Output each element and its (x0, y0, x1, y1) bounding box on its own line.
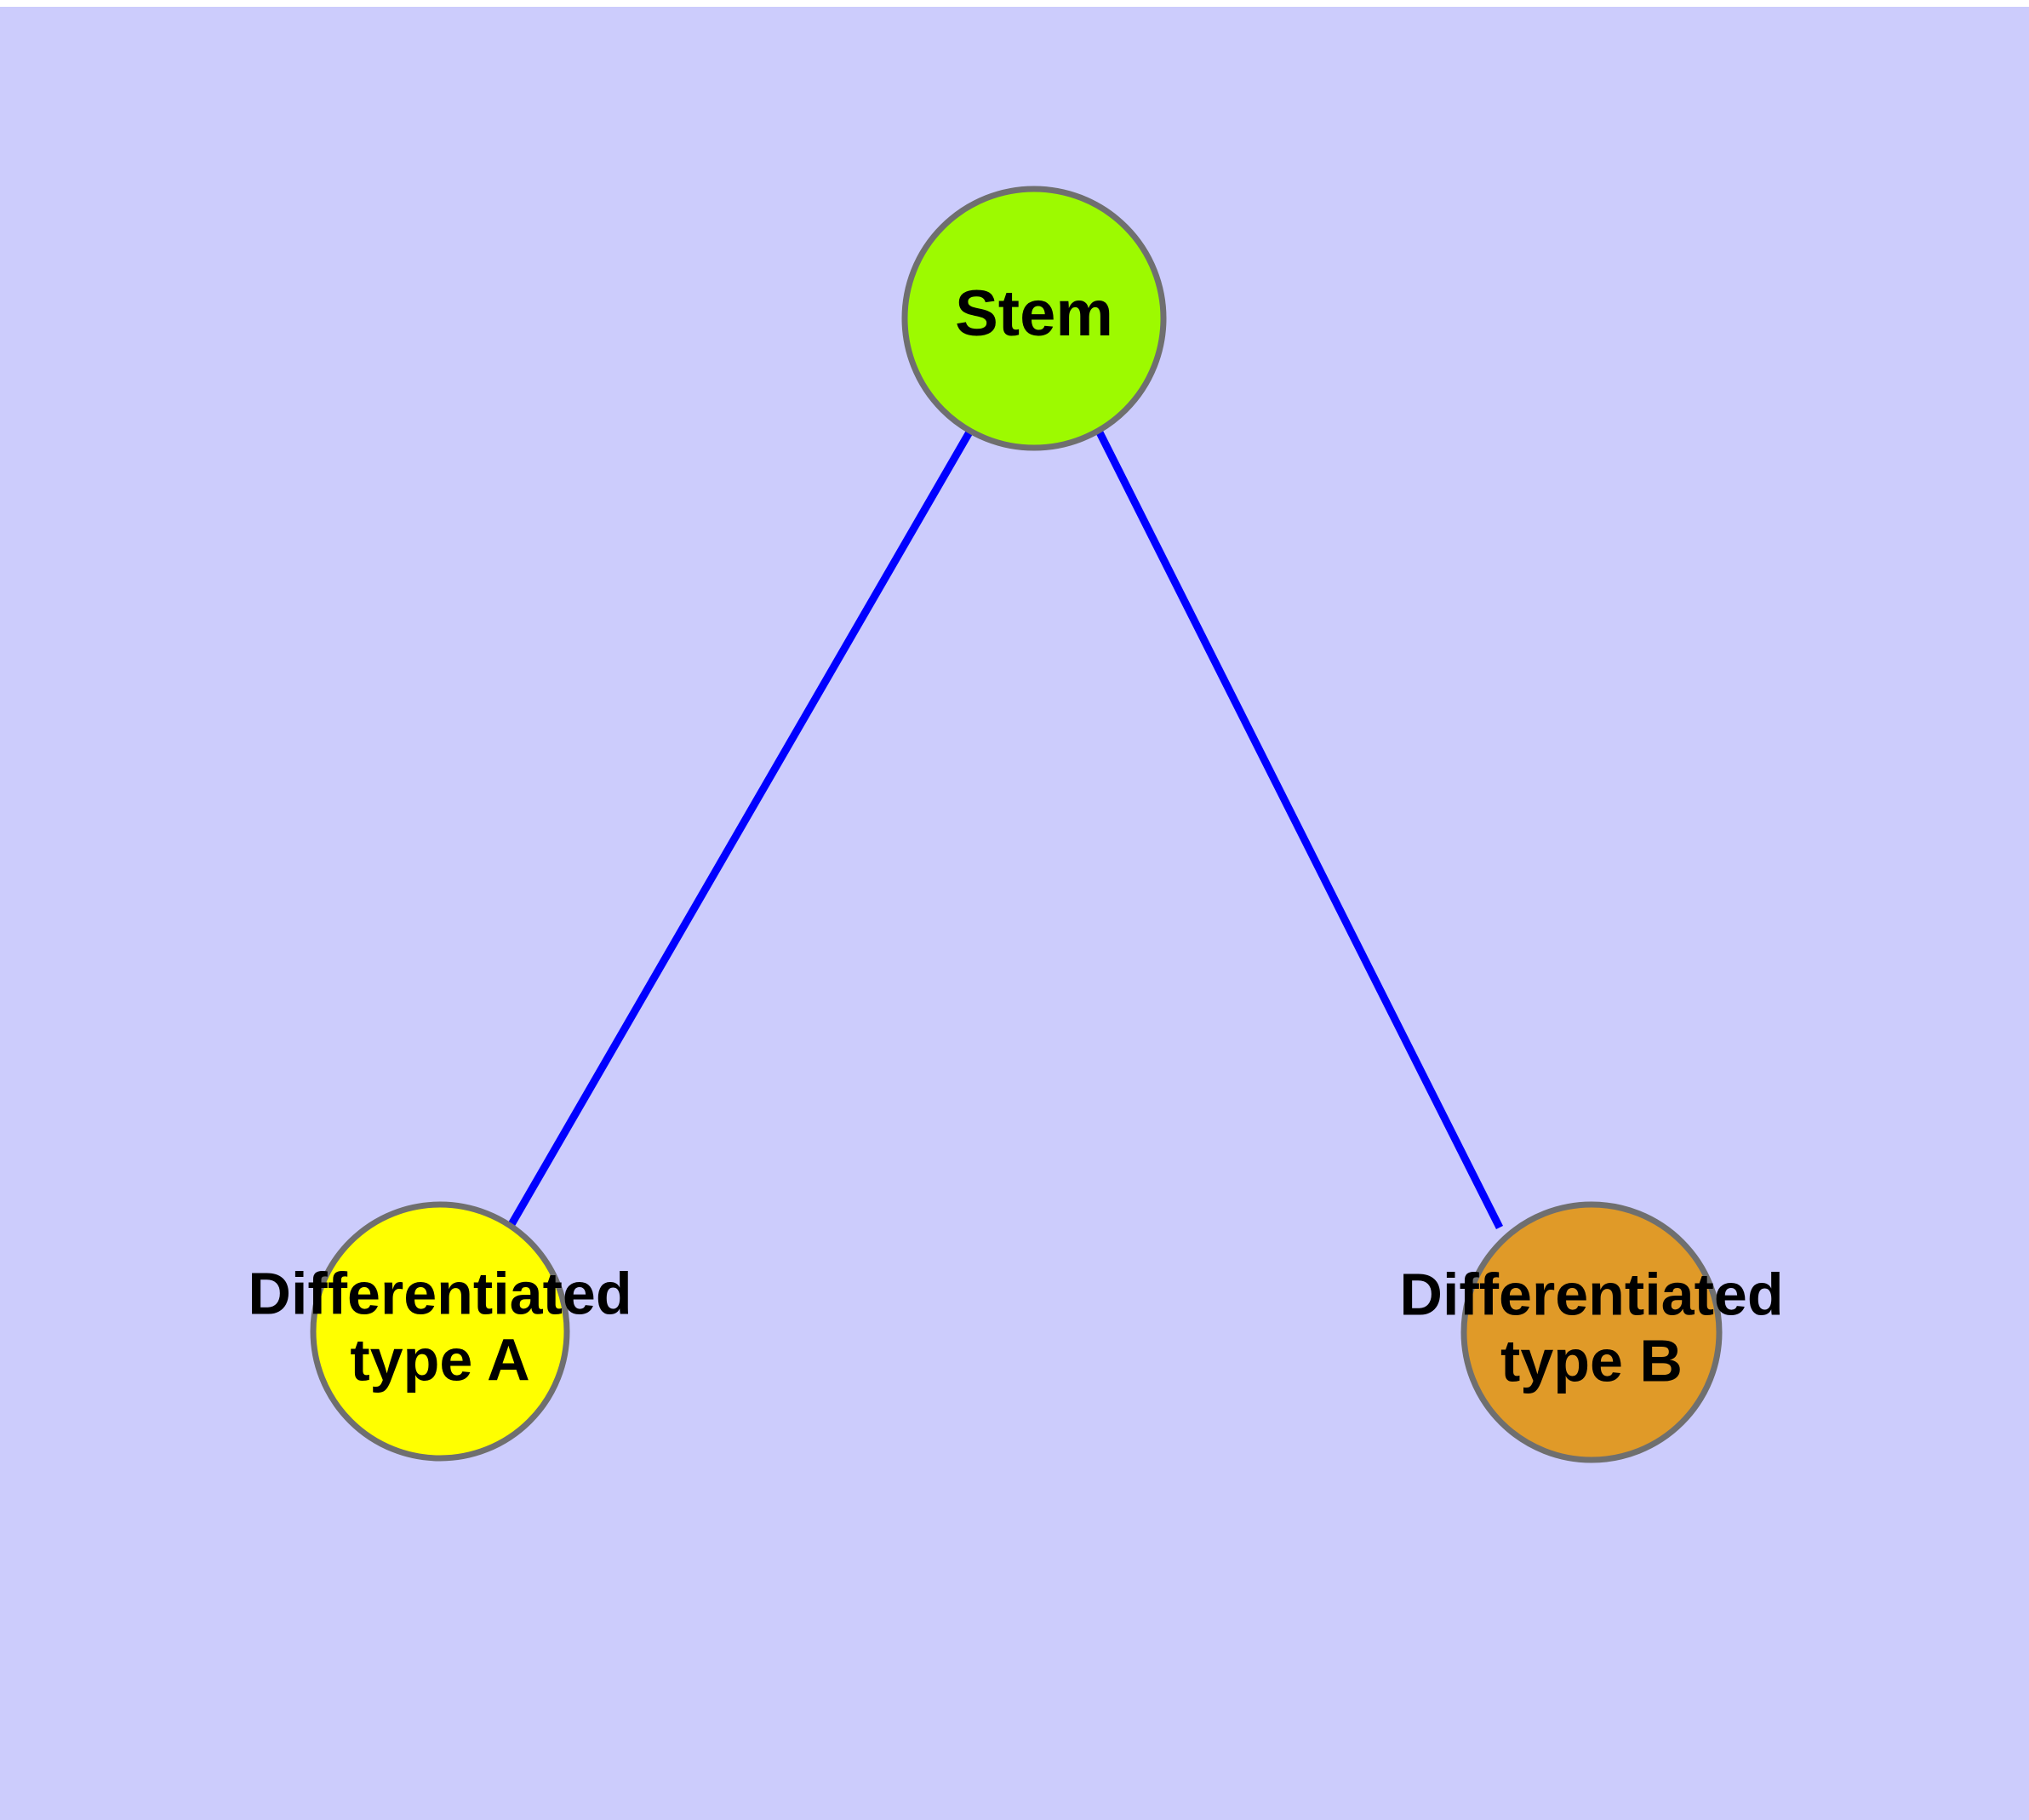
node-layer: Stem Differentiated type A Differentiate… (248, 186, 1784, 1463)
edge-layer (507, 428, 1504, 1230)
node-differentiated-type-a-label-line-2: type A (350, 1327, 529, 1394)
node-stem[interactable]: Stem (901, 186, 1167, 451)
edge-stem-to-differentiated-type-a[interactable] (507, 428, 974, 1228)
node-stem-label-line-1: Stem (955, 278, 1113, 350)
node-differentiated-type-b-label-line-2: type B (1500, 1328, 1683, 1394)
node-differentiated-type-a-circle[interactable] (310, 1201, 570, 1462)
node-differentiated-type-a-label-line-1: Differentiated (248, 1260, 632, 1326)
node-differentiated-type-a[interactable]: Differentiated type A (248, 1201, 632, 1462)
node-differentiated-type-b-label-line-1: Differentiated (1399, 1261, 1783, 1327)
node-differentiated-type-b-circle[interactable] (1460, 1201, 1723, 1463)
node-stem-circle[interactable] (901, 186, 1167, 451)
edge-stem-to-differentiated-type-b[interactable] (1095, 430, 1504, 1230)
node-differentiated-type-b[interactable]: Differentiated type B (1399, 1201, 1784, 1463)
